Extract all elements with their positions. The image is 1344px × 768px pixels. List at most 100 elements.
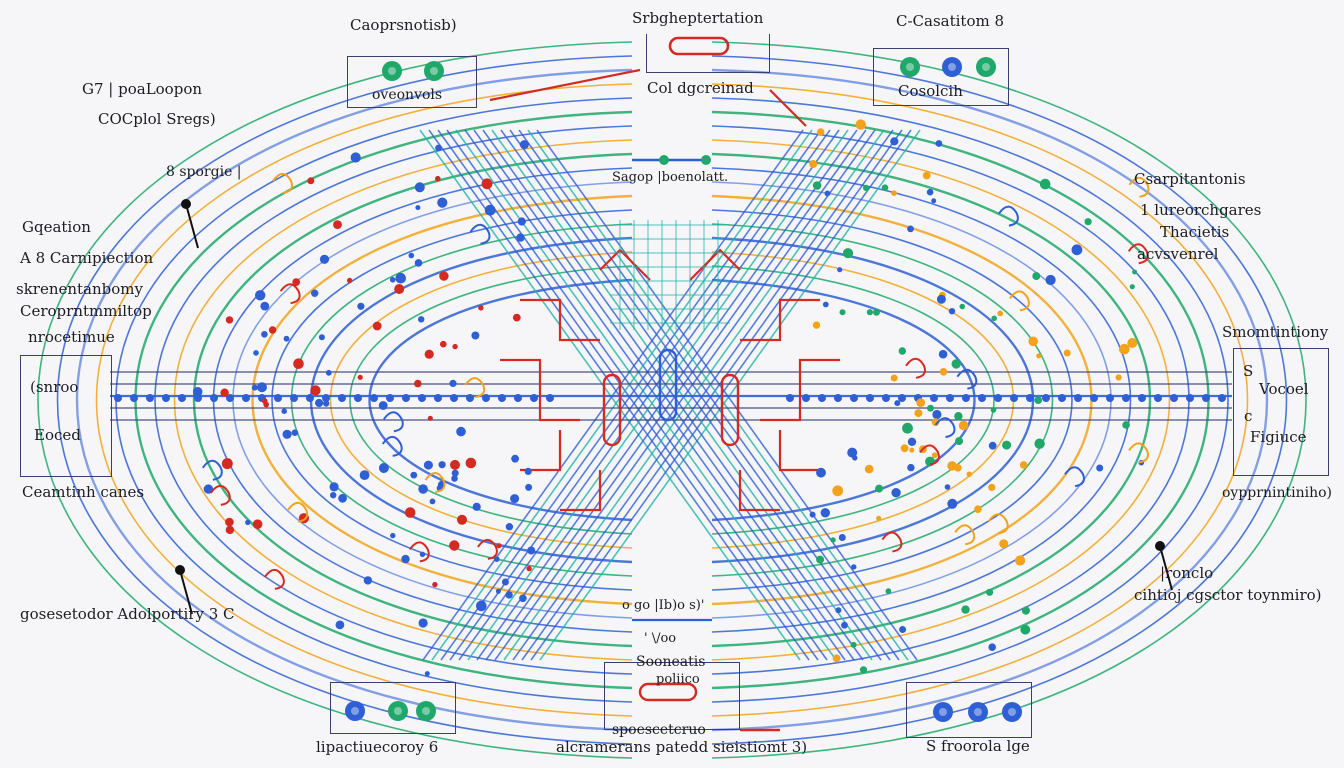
scatter-dot: [1063, 349, 1071, 357]
scatter-dot: [419, 551, 426, 557]
scatter-dot: [192, 387, 203, 397]
scatter-dot: [512, 313, 521, 322]
scatter-dot: [438, 461, 446, 469]
scatter-dot: [909, 447, 915, 453]
scatter-dot: [1096, 464, 1104, 472]
scatter-dot: [835, 607, 842, 614]
box-circle-node: [976, 57, 996, 77]
scatter-dot: [816, 128, 825, 136]
left-small-label: 8 sporgie |: [166, 164, 242, 180]
scatter-dot: [510, 494, 520, 504]
scatter-dot: [357, 374, 363, 380]
left-label-1: Gqeation: [22, 218, 91, 236]
scatter-dot: [939, 368, 948, 376]
scatter-dot: [319, 254, 330, 264]
scatter-dot: [449, 540, 460, 551]
center-capsule: [602, 373, 622, 447]
bus-dot: [866, 394, 874, 402]
scatter-dot: [986, 588, 994, 596]
scatter-dot: [991, 315, 997, 322]
scatter-dot: [307, 177, 315, 185]
scatter-dot: [1132, 269, 1138, 275]
top-center-inner: Col dgcreinad: [647, 79, 754, 97]
scatter-dot: [1002, 440, 1012, 450]
scatter-dot: [1071, 244, 1083, 256]
bus-dot: [962, 394, 970, 402]
bus-dot: [930, 394, 938, 402]
pin-marker-head: [1155, 541, 1165, 551]
curl-loop: [279, 283, 301, 305]
scatter-dot: [851, 564, 857, 570]
left-label-4: Ceroprntmmiltop: [20, 302, 152, 320]
curl-loop: [1128, 442, 1149, 464]
scatter-dot: [427, 415, 433, 421]
left-lobe-arc: [193, 152, 633, 648]
scatter-dot: [902, 422, 913, 434]
curl-loop: [1064, 466, 1085, 488]
bus-dot: [386, 394, 394, 402]
scatter-dot: [225, 316, 234, 324]
curl-loop: [956, 368, 978, 390]
scatter-dot: [1115, 374, 1122, 381]
bottom-center-red-capsule: [638, 682, 698, 702]
scatter-dot: [1019, 461, 1028, 469]
red-circuit-trace: [740, 298, 820, 342]
scatter-dot: [990, 407, 997, 413]
scatter-dot: [418, 316, 425, 323]
scatter-dot: [525, 483, 533, 491]
bus-dot: [818, 394, 826, 402]
scatter-dot: [465, 457, 477, 469]
scatter-dot: [253, 350, 259, 356]
curl-loop: [954, 524, 976, 546]
top-left-box-title: Caoprsnotisb): [350, 16, 457, 34]
curl-loop: [424, 472, 446, 493]
right-lobe-arc: [711, 278, 976, 522]
curl-loop: [1128, 176, 1150, 198]
scatter-dot: [925, 456, 935, 467]
scatter-dot: [951, 359, 961, 369]
box-circle-node-core: [422, 707, 430, 715]
bottom-center-label-2: poliico: [656, 672, 700, 687]
scatter-dot: [1036, 353, 1042, 359]
curl-loop: [287, 501, 309, 523]
scatter-dot: [944, 484, 951, 490]
scatter-dot: [809, 160, 818, 168]
bus-dot: [1218, 394, 1226, 402]
scatter-dot: [842, 248, 854, 259]
scatter-dot: [954, 412, 963, 421]
scatter-dot: [225, 517, 234, 527]
scatter-dot: [437, 197, 448, 208]
scatter-dot: [816, 555, 825, 564]
scatter-dot: [899, 626, 907, 633]
scatter-dot: [859, 666, 868, 674]
bus-dot: [290, 394, 298, 402]
scatter-dot: [252, 519, 263, 529]
scatter-dot: [310, 385, 321, 396]
scatter-dot: [885, 588, 892, 595]
left-label-5: nrocetimue: [28, 328, 115, 346]
box-circle-node-core: [939, 708, 947, 716]
red-circuit-trace: [760, 358, 840, 422]
scatter-dot: [519, 594, 527, 603]
curl-loop: [1127, 243, 1149, 265]
bus-dot: [978, 394, 986, 402]
top-right-title: C-Casatitom 8: [896, 12, 1005, 30]
scatter-dot: [881, 184, 889, 191]
bus-dot: [274, 394, 282, 402]
left-title-1: G7 | poaLoopon: [82, 80, 203, 98]
scatter-dot: [323, 400, 330, 407]
scatter-dot: [1034, 396, 1043, 404]
left-lobe-arc: [329, 251, 633, 549]
left-label-3: skrenentanbomy: [16, 280, 143, 298]
scatter-dot: [471, 331, 480, 340]
bus-dot: [786, 394, 794, 402]
scatter-dot: [894, 400, 901, 407]
scatter-dot: [931, 198, 937, 204]
bus-dot: [482, 394, 490, 402]
scatter-dot: [372, 321, 382, 331]
left-lobe-arc: [75, 68, 633, 732]
scatter-dot: [931, 452, 938, 459]
red-circuit-trace: [520, 298, 600, 342]
box-circle-node-core: [394, 707, 402, 715]
